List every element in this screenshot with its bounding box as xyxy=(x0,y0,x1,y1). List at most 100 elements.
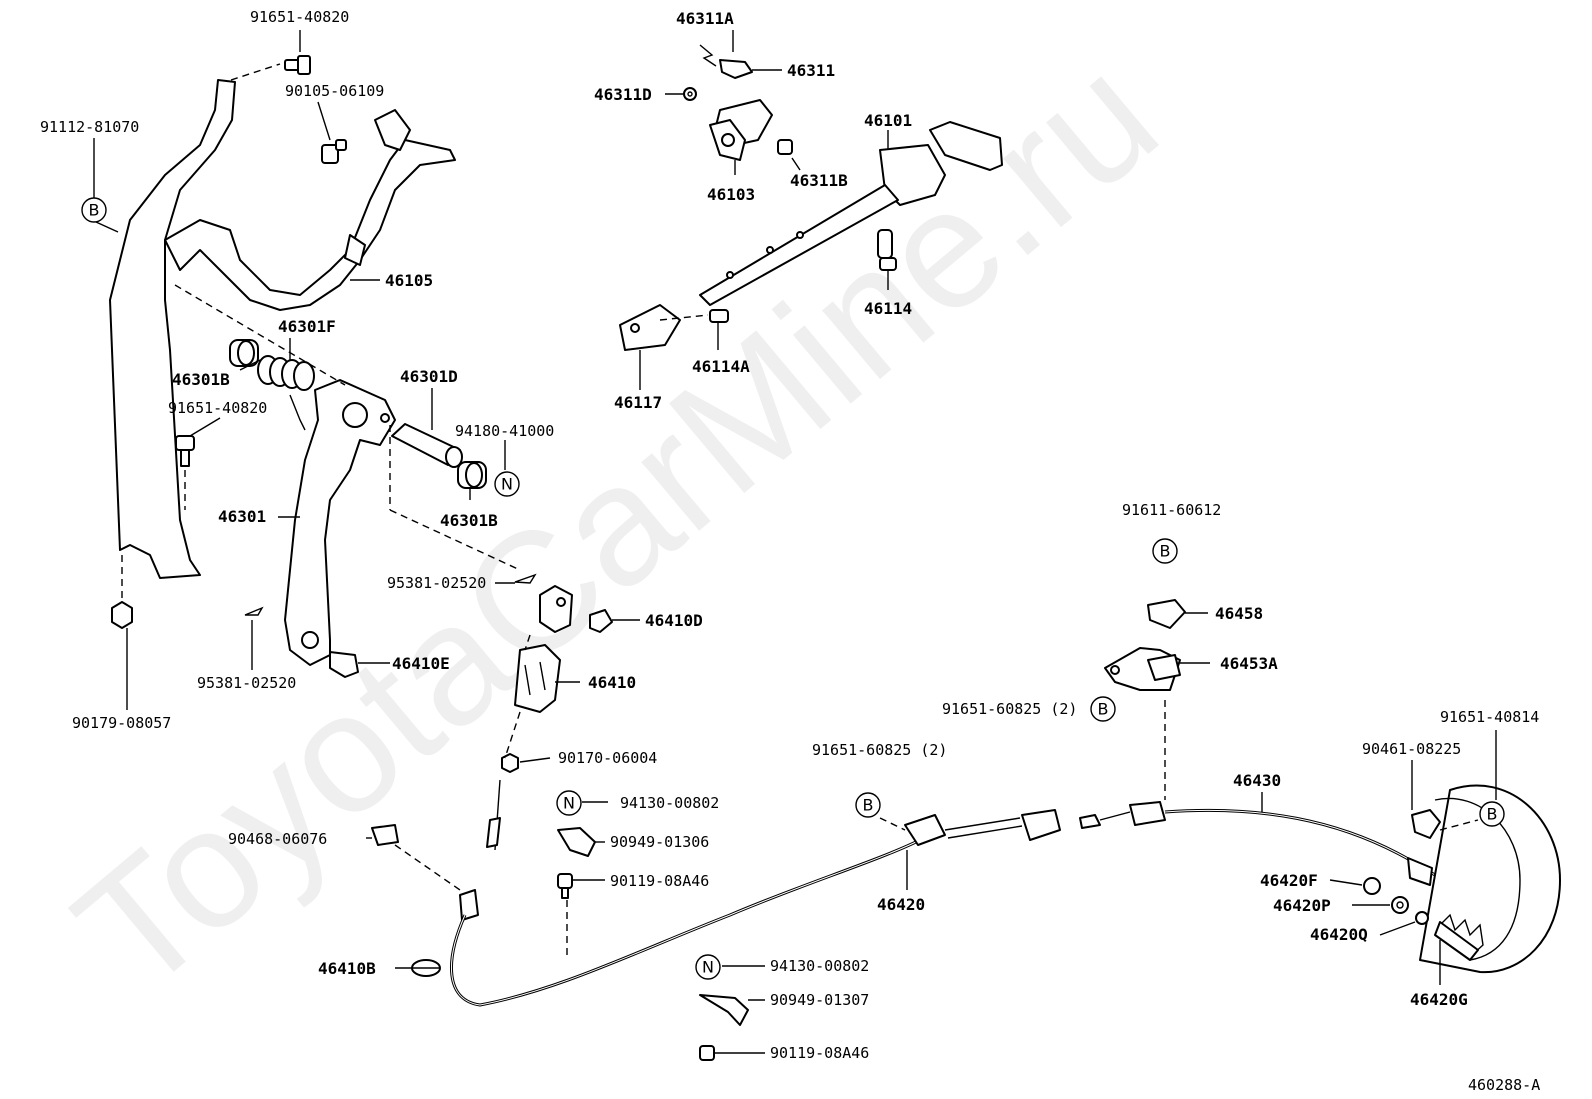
clip-95381-02520-left xyxy=(244,606,264,616)
bolt-90119-08A46-a xyxy=(557,873,573,899)
label-46410E: 46410E xyxy=(392,654,450,673)
bracket-46105 xyxy=(109,79,456,579)
bushing-46301B-left xyxy=(229,339,259,367)
clip-46311 xyxy=(719,59,753,79)
svg-text:B: B xyxy=(1160,542,1171,561)
label-46114: 46114 xyxy=(864,299,912,318)
label-46311: 46311 xyxy=(787,61,835,80)
leaders-middle xyxy=(366,582,908,1054)
label-46311B: 46311B xyxy=(790,171,848,190)
symbol-n-94130-b: N xyxy=(695,954,721,980)
bolt-90105-06109 xyxy=(321,139,347,164)
label-46301F: 46301F xyxy=(278,317,336,336)
pin-46410D xyxy=(589,609,613,633)
label-46101: 46101 xyxy=(864,111,912,130)
label-90119-08A46-a: 90119-08A46 xyxy=(610,872,709,890)
svg-text:N: N xyxy=(563,794,575,813)
spring-46311A xyxy=(699,44,717,67)
spring-46420G xyxy=(1434,913,1484,961)
symbol-n-94180: N xyxy=(494,471,520,497)
label-91651-60825-right: 91651-60825 (2) xyxy=(942,700,1077,718)
label-46114A: 46114A xyxy=(692,357,750,376)
label-91112-81070: 91112-81070 xyxy=(40,118,139,136)
label-90949-01306: 90949-01306 xyxy=(610,833,709,851)
label-46117: 46117 xyxy=(614,393,662,412)
bushing-46301B-right xyxy=(457,461,487,489)
label-46105: 46105 xyxy=(385,271,433,290)
label-94130-00802-b: 94130-00802 xyxy=(770,957,869,975)
bushing-46420F xyxy=(1363,877,1381,895)
svg-text:B: B xyxy=(1487,805,1498,824)
pin-46114 xyxy=(877,229,897,271)
nut-90170-06004 xyxy=(501,753,519,773)
bolt-91651-40820-top xyxy=(284,55,311,75)
symbol-b-91651-60825-right: B xyxy=(1090,696,1116,722)
clip-90461-08225 xyxy=(1411,809,1441,839)
svg-text:B: B xyxy=(89,201,100,220)
label-91651-40814: 91651-40814 xyxy=(1440,708,1539,726)
bracket-46458 xyxy=(1147,599,1186,629)
label-46410: 46410 xyxy=(588,673,636,692)
drum-brake-backing-plate xyxy=(1419,784,1561,974)
clamp-90949-01307 xyxy=(699,994,749,1026)
label-46301D: 46301D xyxy=(400,367,458,386)
label-46420Q: 46420Q xyxy=(1310,925,1368,944)
label-94130-00802-a: 94130-00802 xyxy=(620,794,719,812)
label-46410B: 46410B xyxy=(318,959,376,978)
diagram-code: 460288-A xyxy=(1468,1076,1540,1094)
symbol-b-91651-40814: B xyxy=(1479,801,1505,827)
label-90461-08225: 90461-08225 xyxy=(1362,740,1461,758)
pin-46410E xyxy=(329,651,359,678)
bolt-46311B xyxy=(777,139,793,155)
symbol-b-91651-60825-mid: B xyxy=(855,792,881,818)
label-46311A: 46311A xyxy=(676,9,734,28)
label-46301: 46301 xyxy=(218,507,266,526)
cable-46420 xyxy=(450,779,1061,1007)
label-91651-40820-top: 91651-40820 xyxy=(250,8,349,26)
svg-text:N: N xyxy=(501,475,513,494)
label-46301B-right: 46301B xyxy=(440,511,498,530)
bolt-91651-40820-mid xyxy=(175,435,195,467)
svg-text:N: N xyxy=(702,958,714,977)
label-90170-06004: 90170-06004 xyxy=(558,749,657,767)
label-46420: 46420 xyxy=(877,895,925,914)
lever-46117 xyxy=(619,304,681,351)
label-46430: 46430 xyxy=(1233,771,1281,790)
label-46420F: 46420F xyxy=(1260,871,1318,890)
label-94180-41000: 94180-41000 xyxy=(455,422,554,440)
symbol-n-94130-a: N xyxy=(556,790,582,816)
bracket-46453A xyxy=(1104,647,1181,691)
symbol-b-91611: B xyxy=(1152,538,1178,564)
symbol-b-91112: B xyxy=(81,197,107,223)
ring-46420Q xyxy=(1415,911,1429,925)
label-95381-02520-right: 95381-02520 xyxy=(387,574,486,592)
label-90949-01307: 90949-01307 xyxy=(770,991,869,1009)
label-91651-40820-mid: 91651-40820 xyxy=(168,399,267,417)
label-46103: 46103 xyxy=(707,185,755,204)
svg-text:B: B xyxy=(1098,700,1109,719)
clevis-46410 xyxy=(514,585,573,713)
bracket-46103 xyxy=(709,99,773,161)
leaders-left xyxy=(93,30,521,710)
label-46311D: 46311D xyxy=(594,85,652,104)
spring-46301F xyxy=(257,355,315,431)
label-91651-60825-mid: 91651-60825 (2) xyxy=(812,741,947,759)
washer-46420P xyxy=(1391,896,1409,914)
label-46453A: 46453A xyxy=(1220,654,1278,673)
pin-46114A xyxy=(709,309,729,323)
leaders-top-center xyxy=(639,30,889,390)
label-46420P: 46420P xyxy=(1273,896,1331,915)
label-46458: 46458 xyxy=(1215,604,1263,623)
label-90105-06109: 90105-06109 xyxy=(285,82,384,100)
clamp-90468-06076 xyxy=(371,824,399,846)
label-90468-06076: 90468-06076 xyxy=(228,830,327,848)
label-46420G: 46420G xyxy=(1410,990,1468,1009)
label-90179-08057: 90179-08057 xyxy=(72,714,171,732)
label-46410D: 46410D xyxy=(645,611,703,630)
pedal-arm-46301 xyxy=(284,379,396,666)
leaders-right xyxy=(1164,612,1497,985)
washer-46311D xyxy=(683,87,697,101)
handle-46101 xyxy=(699,121,1003,306)
label-90119-08A46-b: 90119-08A46 xyxy=(770,1044,869,1062)
